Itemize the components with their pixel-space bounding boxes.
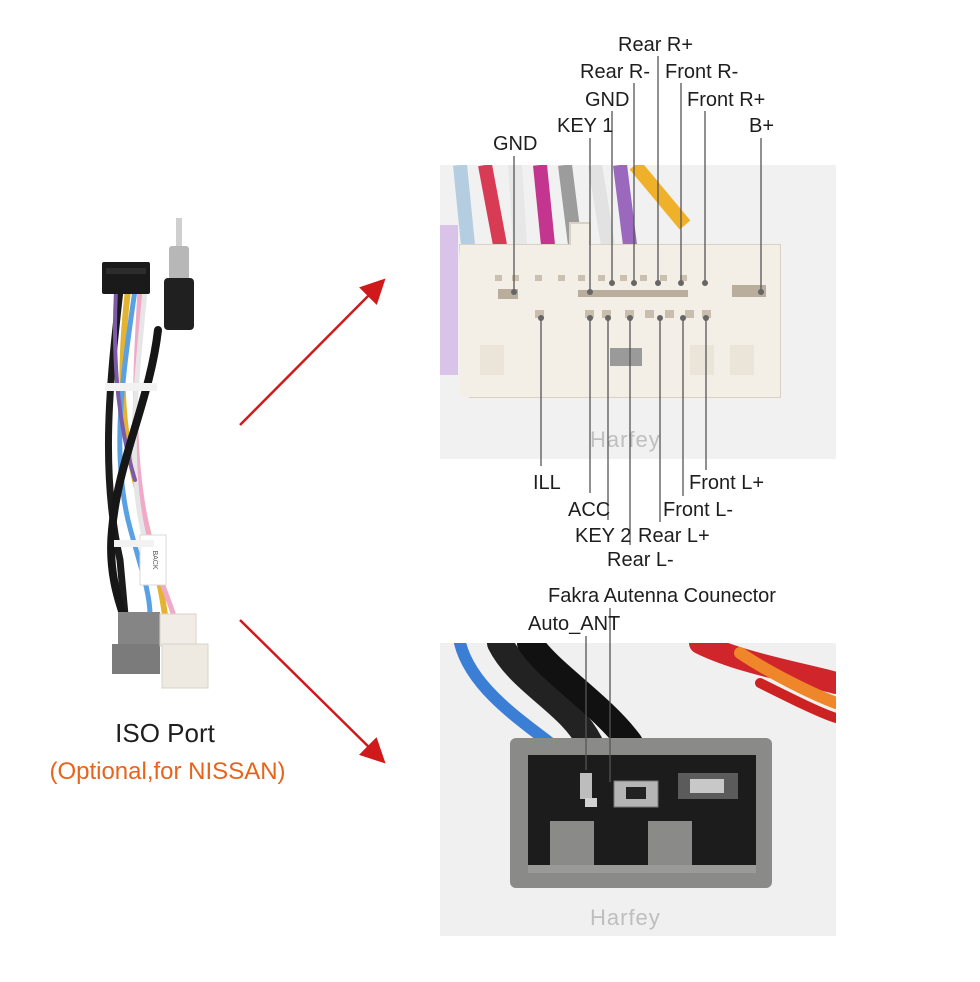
label-key1: KEY 1 xyxy=(557,115,614,137)
harness-subcaption: (Optional,for NISSAN) xyxy=(49,758,286,785)
label-front-r-plus: Front R+ xyxy=(687,89,766,111)
iso-connector-gray xyxy=(118,612,160,648)
bottom-connector-photo: Harfey xyxy=(440,643,836,936)
harness-illustration: BACK xyxy=(102,218,209,689)
label-rear-l-plus: Rear L+ xyxy=(638,525,710,547)
top-connector-photo: Harfey xyxy=(440,165,836,459)
label-rear-l-minus: Rear L- xyxy=(607,549,674,571)
label-acc: ACC xyxy=(568,499,611,521)
label-rear-r-minus: Rear R- xyxy=(580,61,651,83)
label-rear-r-plus: Rear R+ xyxy=(618,34,694,56)
cable-tie xyxy=(105,383,157,391)
label-auto-ant: Auto_ANT xyxy=(528,613,621,635)
top-watermark: Harfey xyxy=(590,427,661,452)
label-front-l-plus: Front L+ xyxy=(689,472,765,494)
harness-top-connector xyxy=(102,262,150,294)
label-fakra: Fakra Autenna Counector xyxy=(548,585,776,607)
wire-purple xyxy=(113,288,137,482)
label-gnd-outer: GND xyxy=(493,133,538,155)
label-front-l-minus: Front L- xyxy=(663,499,734,521)
label-front-r-minus: Front R- xyxy=(665,61,739,83)
iso-connector-white xyxy=(159,613,197,647)
bottom-watermark: Harfey xyxy=(590,905,661,930)
label-gnd-inner: GND xyxy=(585,89,630,111)
label-ill: ILL xyxy=(533,472,561,494)
antenna-plug xyxy=(176,218,182,248)
harness-caption: ISO Port xyxy=(115,718,215,748)
label-key2: KEY 2 xyxy=(575,525,632,547)
label-b-plus: B+ xyxy=(749,115,775,137)
wire-antenna xyxy=(107,326,162,624)
label-tag-text: BACK xyxy=(151,550,158,569)
